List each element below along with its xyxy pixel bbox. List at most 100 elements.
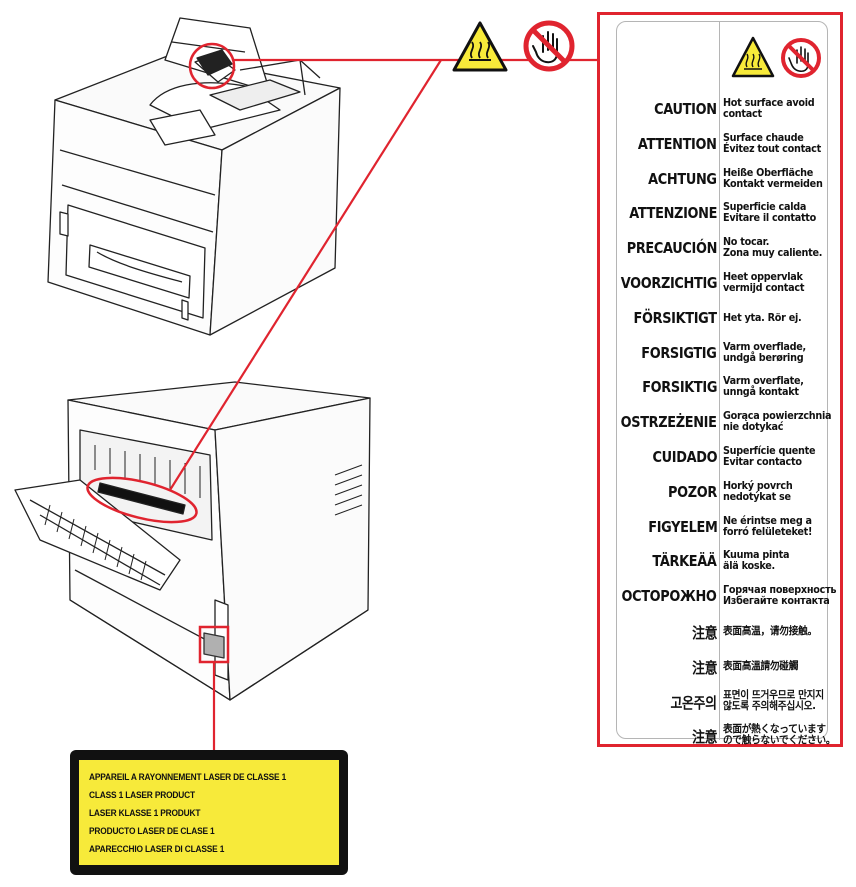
label-message-line2: Избегайте контакта xyxy=(723,595,830,608)
label-message-line1: 表面が熱くなっています xyxy=(723,723,826,736)
label-message-line2: Evitar contacto xyxy=(723,456,802,468)
label-language-heading: OSTRZEŻENIE xyxy=(621,413,717,432)
laser-label-line: APPAREIL A RAYONNEMENT LASER DE CLASSE 1 xyxy=(89,772,287,783)
label-language-heading: CUIDADO xyxy=(652,448,717,466)
label-language-heading: FIGYELEM xyxy=(647,517,718,536)
label-message: 表面が熱くなっていますので触らないでください。 xyxy=(723,723,836,747)
label-language-heading: ATTENTION xyxy=(638,134,717,153)
printer-rear-view xyxy=(14,381,371,701)
label-message-line2: Évitez tout contact xyxy=(723,142,821,155)
do-not-touch-icon xyxy=(781,38,821,78)
label-language-heading: ACHTUNG xyxy=(648,169,717,188)
hot-surface-warning-icon xyxy=(452,21,508,72)
label-message-line2: Kontakt vermeiden xyxy=(723,177,823,190)
label-message-line1: Heiße Oberfläche xyxy=(723,166,814,179)
label-message-line2: 않도록 주의해주십시오. xyxy=(723,699,816,712)
label-message-line2: vermijd contact xyxy=(723,282,805,294)
label-icons xyxy=(731,36,821,78)
label-message: No tocar.Zona muy caliente. xyxy=(723,237,822,259)
label-message: Varm overflade,undgå berøring xyxy=(723,340,822,364)
label-language-heading: POZOR xyxy=(668,482,717,501)
label-row: FORSIGTIG Varm overflade,undgå berøring xyxy=(617,340,829,376)
label-message-line1: 表面高溫請勿碰觸 xyxy=(723,659,799,672)
label-message-line1: Surface chaude xyxy=(723,131,804,144)
label-row: PRECAUCIÓN No tocar.Zona muy caliente. xyxy=(617,235,829,271)
label-message-line1: Hot surface avoid xyxy=(723,97,815,109)
label-message-line1: No tocar. xyxy=(723,236,770,249)
label-language-heading: 注意 xyxy=(691,658,717,677)
callout-ring-fuser xyxy=(86,476,198,524)
label-row: FÖRSIKTIGT Het yta. Rör ej. xyxy=(617,305,829,341)
label-message-line1: Горячая поверхность xyxy=(723,584,837,597)
label-message-line1: 表面高温，请勿接触。 xyxy=(723,625,817,637)
label-divider xyxy=(719,22,720,740)
label-message-line1: Kuuma pinta xyxy=(723,549,790,562)
label-message-line2: Zona muy caliente. xyxy=(723,247,823,260)
label-language-heading: PRECAUCIÓN xyxy=(626,239,718,258)
label-message-line2: nedotýkat se xyxy=(723,490,791,503)
laser-label-line: CLASS 1 LASER PRODUCT xyxy=(89,790,195,801)
label-row: FORSIKTIG Varm overflate,unngå kontakt xyxy=(617,374,829,410)
laser-label-body: APPAREIL A RAYONNEMENT LASER DE CLASSE 1… xyxy=(79,760,339,865)
label-message: Het yta. Rör ej. xyxy=(723,312,822,324)
printer-front-view xyxy=(47,17,341,336)
label-message-line2: älä koske. xyxy=(723,560,775,573)
label-language-heading: 고온주의 xyxy=(670,693,717,712)
label-message-line2: forró felületeket! xyxy=(723,525,813,538)
laser-label-line: APARECCHIO LASER DI CLASSE 1 xyxy=(89,844,225,855)
label-message-line2: undgå berøring xyxy=(723,351,804,364)
label-message-line2: contact xyxy=(723,108,762,120)
label-message-line2: unngå kontakt xyxy=(723,386,799,399)
label-language-heading: 注意 xyxy=(691,728,717,747)
label-message: Varm overflate,unngå kontakt xyxy=(723,376,822,398)
label-language-heading: FORSIKTIG xyxy=(642,378,717,397)
laser-label-line: PRODUCTO LASER DE CLASE 1 xyxy=(89,826,215,837)
label-language-heading: FORSIGTIG xyxy=(641,343,718,362)
label-message-line1: Varm overflate, xyxy=(723,375,804,388)
label-message-line1: Superfície quente xyxy=(723,445,816,457)
label-message-line1: Superficie calda xyxy=(723,201,807,214)
label-message: 表面高温，请勿接触。 xyxy=(723,626,822,637)
label-message-line1: Gorąca powierzchnia xyxy=(723,410,832,423)
label-row: 注意表面高溫請勿碰觸 xyxy=(617,653,829,689)
label-row: 注意表面高温，请勿接触。 xyxy=(617,618,829,654)
hot-surface-warning-icon xyxy=(731,36,775,78)
callout-ring-top xyxy=(188,42,236,90)
laser-label-line: LASER KLASSE 1 PRODUKT xyxy=(89,808,201,819)
label-language-heading: FÖRSIKTIGT xyxy=(633,308,717,327)
laser-class-label: APPAREIL A RAYONNEMENT LASER DE CLASSE 1… xyxy=(70,750,348,875)
label-language-heading: TÄRKEÄÄ xyxy=(652,552,717,571)
label-language-heading: ATTENZIONE xyxy=(629,204,717,223)
do-not-touch-icon xyxy=(523,20,575,72)
label-message-line2: ので触らないでください。 xyxy=(723,734,836,747)
label-message-line1: Varm overflade, xyxy=(723,340,806,353)
